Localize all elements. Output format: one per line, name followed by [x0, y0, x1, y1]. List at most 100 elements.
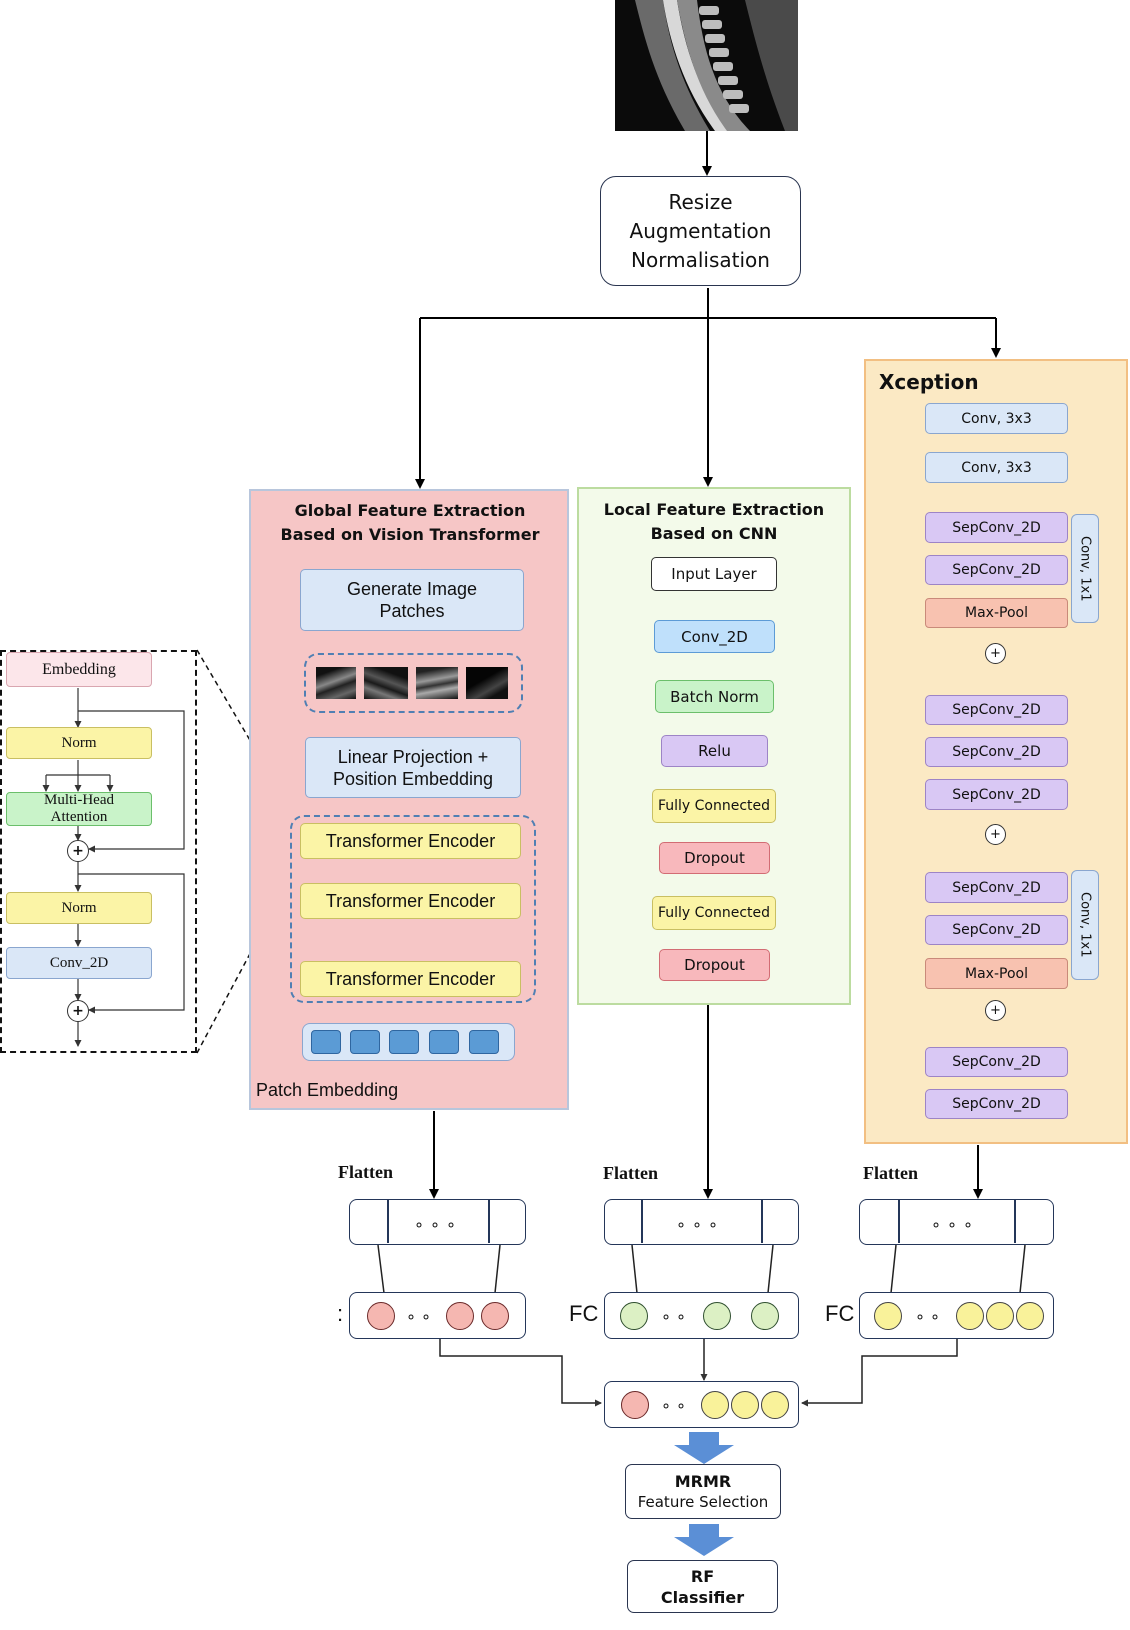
- patch-token: [389, 1030, 419, 1054]
- flatten-vector-right: ∘∘∘: [859, 1199, 1054, 1245]
- relu-label: Relu: [698, 742, 731, 760]
- embedding-box: Embedding: [6, 652, 152, 687]
- input-layer-box: Input Layer: [651, 557, 777, 591]
- flatten-label-left: Flatten: [338, 1162, 393, 1182]
- fully-connected-box-1: Fully Connected: [652, 789, 776, 823]
- preprocess-augmentation: Augmentation: [629, 218, 772, 243]
- transformer-encoder-1-label: Transformer Encoder: [325, 830, 496, 851]
- patch-embedding-label: Patch Embedding: [256, 1080, 399, 1100]
- xc-maxpool-2-label: Max-Pool: [965, 965, 1028, 982]
- dropout-box-2: Dropout: [659, 949, 770, 981]
- batch-norm-box: Batch Norm: [655, 680, 774, 713]
- cnn-title-line1: Local Feature Extraction: [603, 500, 825, 519]
- linear-projection-box: Linear Projection + Position Embedding: [305, 737, 521, 798]
- xc-add-2-label: +: [990, 827, 1001, 842]
- rf-title: RF: [690, 1566, 715, 1586]
- flatten-vector-mid: ∘∘∘: [604, 1199, 799, 1245]
- xc-sepconv-2b: SepConv_2D: [925, 737, 1068, 767]
- xc-sepconv-2b-label: SepConv_2D: [952, 744, 1041, 760]
- batch-norm-label: Batch Norm: [670, 687, 759, 706]
- preprocessing-box: Resize Augmentation Normalisation: [600, 176, 801, 286]
- merged-feature-vector: ∘∘: [604, 1381, 799, 1428]
- patch-image-1: [316, 667, 356, 699]
- xc-sepconv-4b: SepConv_2D: [925, 1089, 1068, 1119]
- relu-box: Relu: [661, 735, 768, 767]
- xc-sepconv-1a-label: SepConv_2D: [952, 519, 1041, 536]
- transformer-encoder-3-label: Transformer Encoder: [325, 968, 496, 989]
- xc-sepconv-3b-label: SepConv_2D: [952, 922, 1041, 938]
- xc-skip-conv1x1-1: Conv, 1x1: [1071, 514, 1099, 623]
- fc-label-right: FC: [825, 1301, 855, 1326]
- xc-sepconv-4a: SepConv_2D: [925, 1047, 1068, 1077]
- patches-group: [304, 653, 523, 713]
- linear-projection-line1: Linear Projection +: [337, 746, 489, 767]
- xc-skip-conv1x1-2: Conv, 1x1: [1071, 870, 1099, 980]
- fc-vector-cnn: ∘∘: [604, 1292, 799, 1339]
- rf-subtitle: Classifier: [660, 1587, 745, 1607]
- xc-sepconv-2c-label: SepConv_2D: [952, 786, 1041, 803]
- xc-skip-conv1x1-2-label: Conv, 1x1: [1077, 892, 1093, 958]
- add-1-label: +: [72, 843, 84, 859]
- xc-maxpool-2: Max-Pool: [925, 958, 1068, 989]
- xc-maxpool-1-label: Max-Pool: [965, 605, 1028, 621]
- encoder-detail-panel: [0, 650, 197, 1053]
- patch-token: [429, 1030, 459, 1054]
- vit-title-line2: Based on Vision Transformer: [280, 525, 540, 544]
- add-2-label: +: [72, 1003, 84, 1019]
- transformer-encoder-1: Transformer Encoder: [300, 823, 521, 859]
- flatten-vector-left: ∘∘∘: [349, 1199, 526, 1245]
- xc-conv3x3-2: Conv, 3x3: [925, 452, 1068, 483]
- xc-sepconv-3a-label: SepConv_2D: [952, 879, 1041, 896]
- xc-add-1-label: +: [990, 646, 1001, 661]
- xc-add-node-1: +: [985, 643, 1006, 664]
- xc-add-3-label: +: [990, 1003, 1001, 1018]
- xc-conv3x3-1-label: Conv, 3x3: [961, 410, 1032, 427]
- patch-token: [311, 1030, 341, 1054]
- conv2d-box: Conv_2D: [654, 620, 775, 653]
- patch-token: [350, 1030, 380, 1054]
- xc-sepconv-2c: SepConv_2D: [925, 779, 1068, 810]
- transformer-encoder-2-label: Transformer Encoder: [325, 890, 496, 911]
- xc-sepconv-4b-label: SepConv_2D: [952, 1096, 1041, 1112]
- generate-patches-line1: Generate Image: [346, 579, 478, 599]
- xc-sepconv-1b: SepConv_2D: [925, 555, 1068, 585]
- transformer-encoder-2: Transformer Encoder: [300, 883, 521, 919]
- xc-sepconv-3a: SepConv_2D: [925, 872, 1068, 903]
- fc-vector-vit: ∘∘: [349, 1292, 526, 1339]
- preprocess-resize: Resize: [668, 189, 733, 214]
- flatten-label-mid: Flatten: [603, 1163, 658, 1183]
- dropout-2-label: Dropout: [684, 956, 745, 974]
- rf-classifier-box: RF Classifier: [627, 1560, 778, 1613]
- xc-add-node-3: +: [985, 1000, 1006, 1021]
- xc-sepconv-1a: SepConv_2D: [925, 512, 1068, 543]
- flatten-label-right: Flatten: [863, 1163, 918, 1183]
- dropout-1-label: Dropout: [684, 849, 745, 867]
- fc-vector-xception: ∘∘: [859, 1292, 1054, 1339]
- xc-add-node-2: +: [985, 824, 1006, 845]
- patch-image-4: [466, 667, 508, 699]
- norm-box-1: Norm: [6, 727, 152, 759]
- fc-label-mid: FC: [569, 1301, 599, 1326]
- fully-connected-2-label: Fully Connected: [657, 905, 771, 921]
- encoder-stack-group: [290, 815, 536, 1003]
- mrmr-box: MRMR Feature Selection: [625, 1464, 781, 1519]
- dropout-box-1: Dropout: [659, 842, 770, 874]
- vit-title-line1: Global Feature Extraction: [294, 501, 526, 520]
- patch-token: [469, 1030, 499, 1054]
- fc-label-left: :: [337, 1301, 344, 1326]
- add-node-1: +: [67, 840, 89, 862]
- embedding-label: Embedding: [42, 660, 116, 678]
- xc-conv3x3-1: Conv, 3x3: [925, 403, 1068, 434]
- mrmr-subtitle: Feature Selection: [637, 1492, 769, 1511]
- linear-projection-line2: Position Embedding: [332, 768, 494, 789]
- add-node-2: +: [67, 1000, 89, 1022]
- xc-sepconv-2a: SepConv_2D: [925, 695, 1068, 725]
- preprocess-normalisation: Normalisation: [631, 247, 770, 272]
- norm-box-2: Norm: [6, 892, 152, 924]
- patch-image-2: [364, 667, 408, 699]
- fully-connected-1-label: Fully Connected: [657, 798, 771, 814]
- generate-patches-line2: Patches: [379, 601, 445, 621]
- xc-maxpool-1: Max-Pool: [925, 598, 1068, 628]
- norm-1-label: Norm: [61, 734, 97, 751]
- vit-title: Global Feature Extraction Based on Visio…: [252, 499, 568, 547]
